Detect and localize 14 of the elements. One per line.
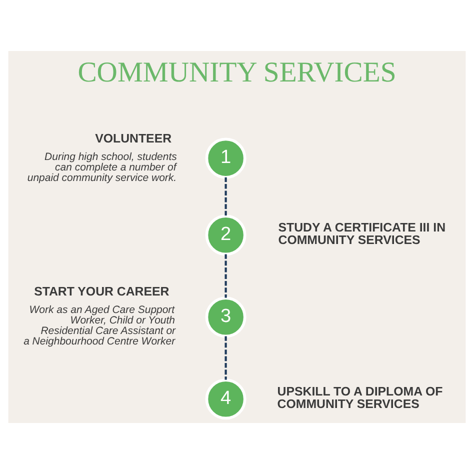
node-label: UPSKILL TO A DIPLOMA OF COMMUNITY SERVICES <box>277 384 443 412</box>
node-label: START YOUR CAREER <box>34 284 170 299</box>
node-circle: 3 <box>205 296 246 338</box>
node-label: Work as an Aged Care Support Worker, Child or Youth Residential Care Assistant or a Neighbourhood Centre Worker <box>24 305 176 348</box>
node-circle: 1 <box>205 138 246 179</box>
node-label: During high school, students can complete a number of unpaid community service work. <box>27 152 177 184</box>
node-circle: 2 <box>205 214 246 256</box>
connector <box>224 254 227 298</box>
node-label: VOLUNTEER <box>95 131 172 146</box>
node-label: STUDY A CERTIFICATE III IN COMMUNITY SERVICES <box>278 220 446 248</box>
connector <box>224 336 227 380</box>
diagram-title: COMMUNITY SERVICES <box>78 58 396 89</box>
node-circle: 4 <box>205 378 246 420</box>
connector <box>224 177 227 216</box>
